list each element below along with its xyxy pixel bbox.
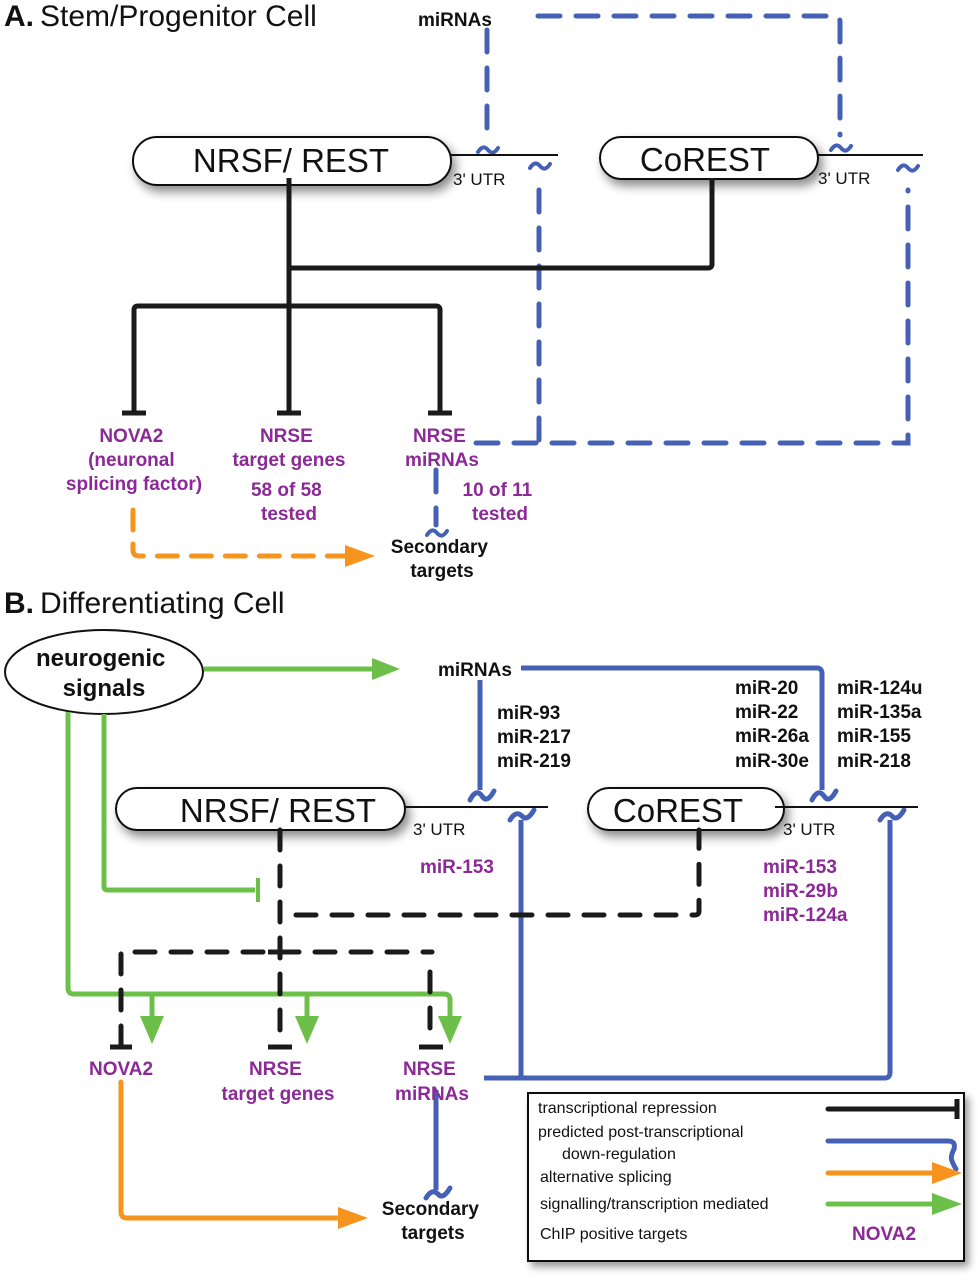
nrsf-label: NRSF/ REST	[180, 792, 376, 829]
panel-a-target-genes-tested: 58 of 58 tested	[251, 480, 327, 525]
panel-b-target-genes: NRSE target genes	[222, 1059, 335, 1105]
corest-nrse-mirna-list: miR-153 miR-29b miR-124a	[763, 857, 848, 926]
legend-post-transcriptional-label2: down-regulation	[562, 1146, 676, 1163]
legend-splicing-label: alternative splicing	[540, 1169, 672, 1186]
arrowhead-icon	[295, 1016, 319, 1044]
panel-b-tildes	[423, 788, 907, 1201]
panel-a-target-genes: NRSE target genes	[233, 426, 346, 471]
corest-utr-label: 3' UTR	[783, 820, 835, 839]
nrsf-label: NRSF/ REST	[193, 142, 389, 179]
panel-b-nrse-mirnas: NRSE miRNAs	[395, 1059, 469, 1105]
nrsf-mirna-list: miR-93 miR-217 miR-219	[497, 703, 576, 772]
panel-b-repression-bars	[110, 949, 443, 1050]
mirna-to-corest-line	[535, 13, 843, 138]
panel-b-signalling-arrowheads	[140, 658, 462, 1044]
panel-b-nova2-target: NOVA2	[89, 1059, 153, 1080]
corest-mirna-list-right: miR-124u miR-135a miR-155 miR-218	[837, 678, 928, 772]
panel-b-post-transcriptional-lines	[433, 665, 893, 1190]
legend-signalling-swatch	[825, 1193, 962, 1215]
tilde-icon	[476, 145, 500, 155]
arrowhead-icon	[345, 545, 375, 567]
arrowhead-icon	[140, 1016, 164, 1044]
legend-chip-label: ChIP positive targets	[540, 1226, 687, 1243]
tilde-icon	[809, 788, 839, 803]
svg-text:neurogenic signals: neurogenic signals	[36, 645, 172, 702]
arrowhead-icon	[338, 1207, 368, 1229]
legend-post-transcriptional-swatch	[825, 1138, 959, 1172]
panel-a-nrsf-node: NRSF/ REST	[132, 136, 452, 186]
tilde-icon	[507, 807, 537, 823]
legend-repression-swatch	[825, 1099, 960, 1119]
nrsf-utr-label: 3' UTR	[453, 170, 505, 189]
corest-label: CoREST	[640, 141, 770, 178]
panel-b-signalling-lines	[65, 666, 453, 1018]
legend-splicing-swatch	[825, 1162, 962, 1184]
nrsf-utr-label: 3' UTR	[413, 820, 465, 839]
panel-b-secondary-targets: Secondary targets	[382, 1199, 484, 1244]
legend-signalling-label: signalling/transcription mediated	[540, 1196, 769, 1213]
panel-b: B.Differentiating Cell neurogenic signal…	[4, 587, 928, 1244]
panel-a-nova2-target: NOVA2 (neuronal splicing factor)	[66, 426, 202, 495]
panel-a-repression-lines	[122, 178, 715, 416]
panel-a-splicing-line	[130, 507, 375, 567]
arrowhead-icon	[372, 658, 400, 680]
panel-b-repression-dashed	[118, 827, 702, 1049]
legend-post-transcriptional-label: predicted post-transcriptional	[538, 1124, 743, 1141]
panel-a-nrse-mirnas: NRSE miRNAs	[405, 426, 479, 471]
legend-repression-label: transcriptional repression	[538, 1100, 717, 1117]
corest-utr-label: 3' UTR	[818, 169, 870, 188]
panel-a: A.Stem/Progenitor Cell miRNAs NRSF/ REST…	[4, 0, 923, 582]
arrowhead-icon	[438, 1016, 462, 1044]
panel-a-mirnas-label: miRNAs	[418, 10, 492, 31]
legend-chip-swatch: NOVA2	[852, 1224, 916, 1245]
nrsf-nrse-mirna: miR-153	[420, 857, 494, 878]
tilde-icon	[423, 1185, 453, 1201]
tilde-icon	[528, 161, 552, 171]
neurogenic-signals-node: neurogenic signals	[4, 629, 204, 715]
legend-box	[527, 1092, 965, 1262]
corest-label: CoREST	[613, 792, 743, 829]
panel-a-nrse-mirnas-tested: 10 of 11 tested	[463, 480, 538, 525]
panel-b-mirnas-label: miRNAs	[438, 660, 512, 681]
panel-a-title: A.Stem/Progenitor Cell	[4, 0, 317, 33]
panel-a-corest-node: CoREST	[599, 136, 819, 180]
panel-b-corest-node: CoREST	[587, 787, 785, 831]
legend: transcriptional repression predicted pos…	[527, 1092, 965, 1262]
tilde-icon	[896, 163, 920, 173]
panel-a-secondary-targets: Secondary targets	[391, 537, 493, 582]
panel-a-tildes	[425, 143, 920, 538]
panel-b-title: B.Differentiating Cell	[4, 587, 285, 620]
panel-b-splicing-line	[118, 1079, 368, 1229]
tilde-icon	[425, 528, 449, 538]
tilde-icon	[467, 788, 497, 803]
panel-a-mirna-dashed-lines	[433, 13, 911, 528]
tilde-icon	[877, 807, 907, 823]
corest-mirna-list-left: miR-20 miR-22 miR-26a miR-30e	[735, 678, 814, 772]
nrse-mirna-feedback-line	[536, 187, 911, 446]
panel-b-nrsf-node: NRSF/ REST	[115, 787, 406, 831]
tilde-icon	[829, 143, 853, 153]
